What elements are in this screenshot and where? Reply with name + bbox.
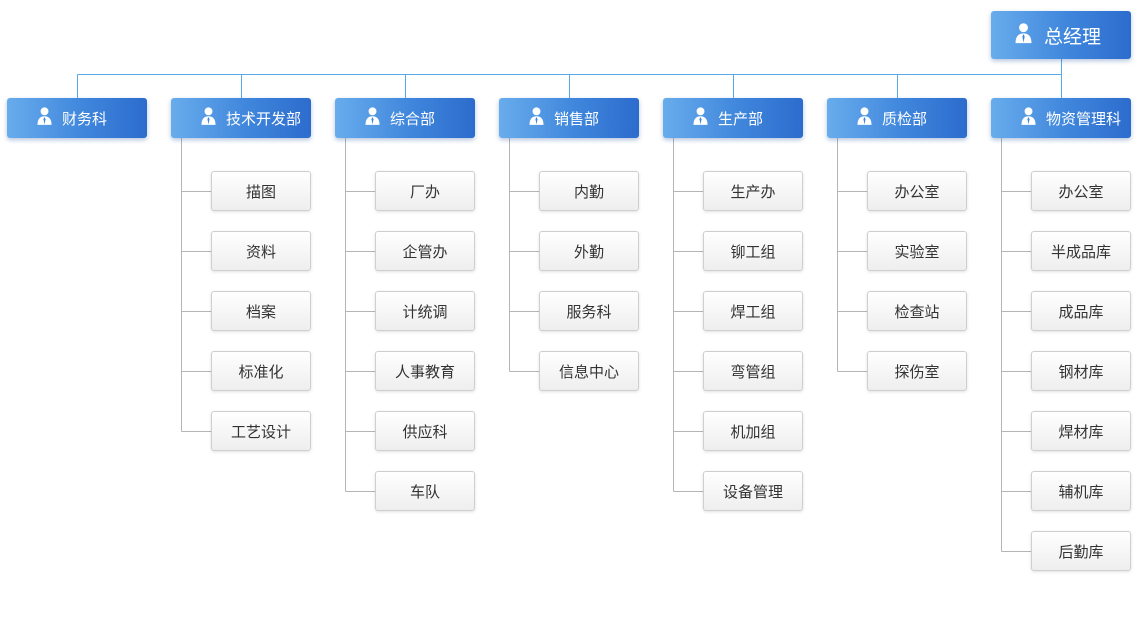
dept-node-label: 质检部: [882, 109, 928, 128]
sub-unit-node: 标准化: [211, 351, 311, 391]
person-icon: [529, 106, 544, 130]
sub-unit-node: 半成品库: [1031, 231, 1131, 271]
sub-unit-node: 焊工组: [703, 291, 803, 331]
dept-node: 质检部: [827, 98, 967, 138]
root-node-general-manager: 总经理: [991, 11, 1131, 59]
dept-node: 财务科: [7, 98, 147, 138]
sub-unit-node: 机加组: [703, 411, 803, 451]
dept-node-label: 生产部: [718, 109, 764, 128]
dept-node-label: 综合部: [390, 109, 436, 128]
dept-node: 综合部: [335, 98, 475, 138]
sub-unit-node: 铆工组: [703, 231, 803, 271]
dept-node: 销售部: [499, 98, 639, 138]
dept-node-label: 财务科: [62, 109, 108, 128]
dept-node-label: 技术开发部: [226, 109, 302, 128]
root-node-label: 总经理: [1044, 25, 1102, 48]
dept-node: 物资管理科: [991, 98, 1131, 138]
sub-unit-node: 厂办: [375, 171, 475, 211]
sub-unit-node: 辅机库: [1031, 471, 1131, 511]
sub-unit-node: 描图: [211, 171, 311, 211]
sub-unit-node: 服务科: [539, 291, 639, 331]
sub-unit-node: 办公室: [867, 171, 967, 211]
sub-unit-node: 检查站: [867, 291, 967, 331]
person-icon: [201, 106, 216, 130]
sub-unit-node: 人事教育: [375, 351, 475, 391]
sub-unit-node: 焊材库: [1031, 411, 1131, 451]
person-icon: [365, 106, 380, 130]
sub-unit-node: 钢材库: [1031, 351, 1131, 391]
sub-unit-node: 企管办: [375, 231, 475, 271]
sub-unit-node: 内勤: [539, 171, 639, 211]
sub-unit-node: 车队: [375, 471, 475, 511]
person-icon: [1021, 106, 1036, 130]
sub-unit-node: 档案: [211, 291, 311, 331]
sub-unit-node: 生产办: [703, 171, 803, 211]
dept-node: 生产部: [663, 98, 803, 138]
sub-unit-node: 实验室: [867, 231, 967, 271]
sub-unit-node: 计统调: [375, 291, 475, 331]
dept-node-label: 物资管理科: [1046, 109, 1122, 128]
sub-unit-node: 探伤室: [867, 351, 967, 391]
sub-unit-node: 工艺设计: [211, 411, 311, 451]
person-icon: [1015, 22, 1032, 49]
person-icon: [693, 106, 708, 130]
sub-unit-node: 弯管组: [703, 351, 803, 391]
sub-unit-node: 办公室: [1031, 171, 1131, 211]
person-icon: [857, 106, 872, 130]
sub-unit-node: 信息中心: [539, 351, 639, 391]
sub-unit-node: 资料: [211, 231, 311, 271]
person-icon: [37, 106, 52, 130]
dept-node-label: 销售部: [554, 109, 600, 128]
sub-unit-node: 成品库: [1031, 291, 1131, 331]
sub-unit-node: 外勤: [539, 231, 639, 271]
sub-unit-node: 供应科: [375, 411, 475, 451]
sub-unit-node: 设备管理: [703, 471, 803, 511]
dept-node: 技术开发部: [171, 98, 311, 138]
sub-unit-node: 后勤库: [1031, 531, 1131, 571]
